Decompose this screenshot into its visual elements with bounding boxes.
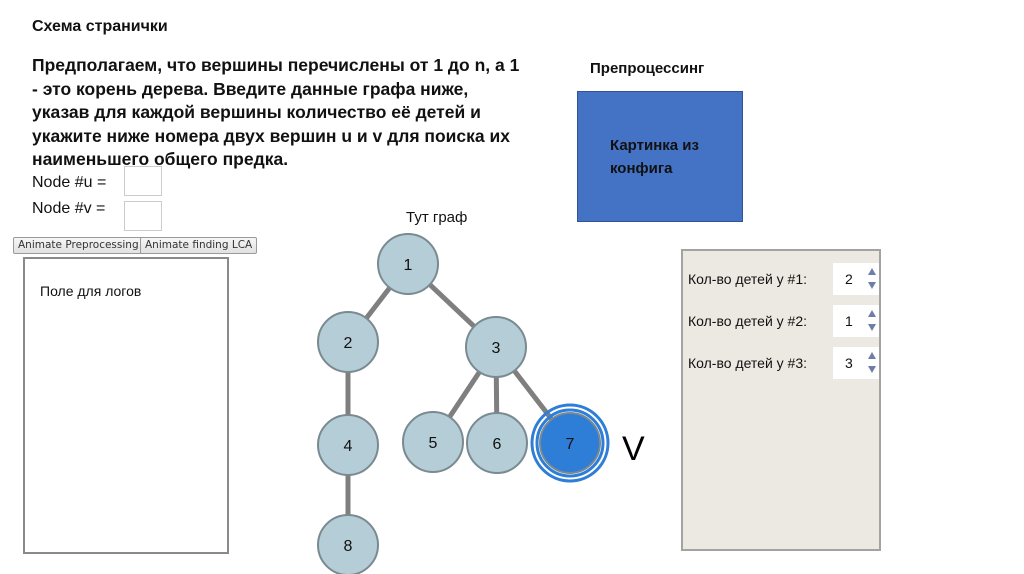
graph-edge-1-3 [428, 282, 476, 329]
graph-node-3[interactable]: 3 [465, 316, 527, 378]
spinner-down-icon[interactable] [868, 366, 876, 373]
graph-node-circle [402, 411, 464, 473]
graph-node-1[interactable]: 1 [377, 233, 439, 295]
children-spinner-1[interactable]: 2 [833, 263, 879, 295]
graph-node-circle [317, 311, 379, 373]
graph-node-circle [317, 414, 379, 476]
graph-node-7[interactable]: 7 [530, 403, 610, 483]
animate-lca-button[interactable]: Animate finding LCA [140, 237, 258, 254]
spinner-value: 3 [845, 355, 853, 371]
graph-node-label: 5 [429, 435, 438, 452]
graph-title: Тут граф [406, 209, 468, 226]
graph-node-label: 8 [344, 538, 353, 555]
graph-node-label: 6 [493, 436, 502, 453]
graph-node-circle [317, 514, 379, 574]
preprocessing-title: Препроцессинг [590, 60, 705, 77]
children-label: Кол-во детей у #1: [688, 271, 808, 287]
page-description: Предполагаем, что вершины перечислены от… [32, 55, 520, 169]
animate-preprocessing-button[interactable]: Animate Preprocessing [13, 237, 144, 254]
node-u-label: Node #u = [32, 174, 107, 191]
graph-edge-3-5 [447, 370, 482, 419]
children-spinner-2[interactable]: 1 [833, 305, 879, 337]
graph-node-label: 7 [566, 436, 575, 453]
graph-edge-1-2 [364, 286, 392, 320]
graph-node-2[interactable]: 2 [317, 311, 379, 373]
preprocessing-image: Картинка из конфига [577, 91, 743, 222]
children-count-panel: Кол-во детей у #1: 2 Кол-во детей у #2: … [681, 249, 881, 551]
graph-node-label: 4 [344, 438, 353, 455]
spinner-down-icon[interactable] [868, 324, 876, 331]
spinner-up-icon[interactable] [868, 352, 876, 359]
graph-node-label: 1 [404, 257, 413, 274]
children-label: Кол-во детей у #2: [688, 313, 808, 329]
graph-node-label: 3 [492, 340, 501, 357]
log-panel[interactable]: Поле для логов [23, 257, 229, 554]
graph-node-4[interactable]: 4 [317, 414, 379, 476]
spinner-down-icon[interactable] [868, 282, 876, 289]
spinner-value: 1 [845, 313, 853, 329]
highlight-ring [530, 403, 610, 483]
children-spinner-3[interactable]: 3 [833, 347, 879, 379]
graph-node-6[interactable]: 6 [466, 412, 528, 474]
spinner-value: 2 [845, 271, 853, 287]
node-v-input[interactable] [124, 201, 162, 231]
v-marker-label: V [622, 430, 645, 468]
graph-node-8[interactable]: 8 [317, 514, 379, 574]
spinner-up-icon[interactable] [868, 310, 876, 317]
children-label: Кол-во детей у #3: [688, 355, 808, 371]
graph-node-circle [539, 412, 601, 474]
graph-node-circle [465, 316, 527, 378]
node-v-label: Node #v = [32, 200, 106, 217]
preprocessing-image-caption: Картинка из конфига [610, 137, 699, 177]
node-u-input[interactable] [124, 166, 162, 196]
graph-edge-3-7 [512, 369, 554, 421]
graph-node-circle [377, 233, 439, 295]
graph-node-label: 2 [344, 335, 353, 352]
log-placeholder: Поле для логов [40, 283, 142, 299]
spinner-up-icon[interactable] [868, 268, 876, 275]
graph-node-circle [466, 412, 528, 474]
page-title: Схема странички [32, 18, 168, 35]
highlight-ring [535, 408, 605, 478]
graph-node-5[interactable]: 5 [402, 411, 464, 473]
